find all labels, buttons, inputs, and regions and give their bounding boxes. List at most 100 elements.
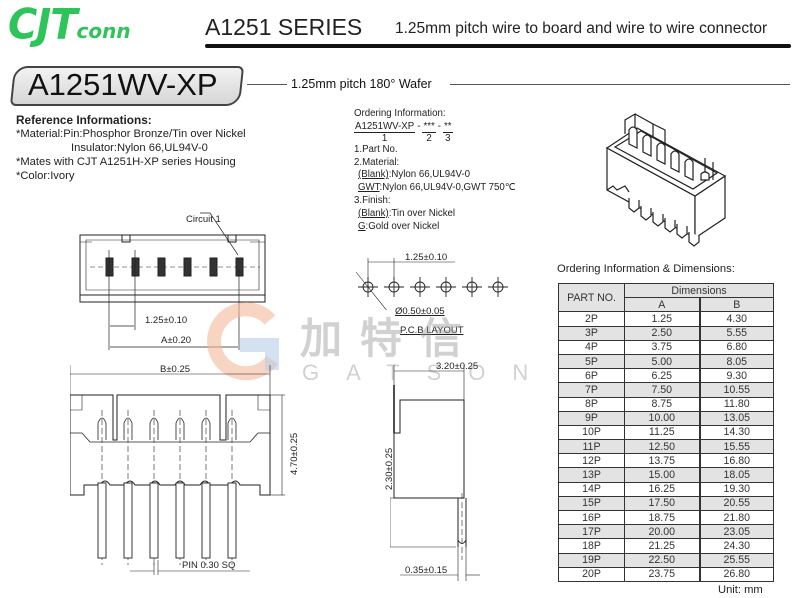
gatson-watermark-logo-icon (207, 302, 279, 381)
b-dimension: B±0.25 (160, 364, 191, 375)
cell-part-no: 20P (558, 566, 625, 582)
header-divider (205, 44, 791, 48)
a-dimension: A±0.20 (161, 335, 192, 346)
title-rule-right (450, 84, 790, 85)
hole-diameter-dimension: Ø0.50±0.05 (395, 306, 445, 317)
title-rule-left (247, 84, 287, 85)
cell-dim-a: 23.75 (624, 566, 701, 582)
cell-dim-a: 5.00 (624, 353, 701, 370)
option-value: :Nylon 66,UL94V-0,GWT 750℃ (379, 182, 516, 194)
side-view-drawing (390, 365, 480, 581)
cell-dim-b: 6.80 (699, 339, 774, 355)
ordering-item: 1.Part No. (354, 143, 398, 155)
cell-dim-b: 26.80 (699, 566, 774, 582)
option-key: (Blank) (358, 207, 389, 219)
top-view-drawing (79, 212, 266, 350)
option-key: GWT (358, 182, 380, 194)
cell-dim-a: 12.50 (624, 439, 701, 455)
reference-line: *Material:Pin:Phosphor Bronze/Tin over N… (16, 128, 246, 140)
cell-dim-b: 9.30 (699, 368, 774, 384)
cell-part-no: 7P (558, 382, 625, 398)
cell-dim-a: 8.75 (624, 396, 701, 412)
dimensions-table-title: Ordering Information & Dimensions: (557, 263, 735, 275)
connector-isometric-icon (605, 112, 727, 247)
cell-part-no: 5P (558, 353, 625, 370)
cell-dim-b: 16.80 (699, 453, 774, 469)
option-value: :Nylon 66,UL94V-0 (388, 169, 471, 181)
cell-dim-b: 4.30 (699, 311, 774, 327)
watermark-english: GATSON (302, 360, 556, 385)
cell-part-no: 11P (558, 439, 625, 455)
cell-dim-a: 2.50 (624, 325, 701, 341)
cell-dim-b: 11.80 (699, 396, 774, 412)
option-key: G (358, 220, 366, 232)
cell-dim-b: 8.05 (699, 353, 774, 370)
height-dimension: 4.70±0.25 (289, 432, 300, 475)
cell-dim-a: 1.25 (624, 311, 701, 327)
cell-dim-a: 7.50 (624, 382, 701, 398)
cell-dim-a: 11.25 (624, 424, 701, 441)
cell-part-no: 4P (558, 339, 625, 355)
cell-dim-b: 5.55 (699, 325, 774, 341)
code-index: 3 (445, 132, 451, 144)
code-index: 2 (426, 132, 432, 144)
reference-info: Reference Informations: *Material:Pin:Ph… (16, 113, 246, 183)
cell-dim-b: 13.05 (699, 410, 774, 426)
cell-dim-b: 20.55 (699, 495, 774, 512)
front-view-drawing (70, 365, 285, 575)
reference-line: *Color:Ivory (16, 170, 75, 182)
reference-line: *Mates with CJT A1251H-XP series Housing (16, 156, 236, 168)
cell-dim-a: 17.50 (624, 495, 701, 512)
cell-dim-a: 18.75 (624, 509, 701, 526)
cell-dim-a: 22.50 (624, 552, 701, 568)
cell-dim-a: 3.75 (624, 339, 701, 355)
finish-option: (Blank):Tin over Nickel (354, 208, 516, 221)
cell-part-no: 3P (558, 325, 625, 341)
material-option: GWT:Nylon 66,UL94V-0,GWT 750℃ (354, 182, 516, 195)
pin-thickness-dimension: 0.35±0.15 (405, 565, 448, 576)
cell-dim-b: 23.05 (699, 524, 774, 540)
code-separator: - (437, 120, 442, 132)
option-value: :Gold over Nickel (365, 220, 440, 232)
unit-label: Unit: mm (718, 584, 763, 596)
code-index: 1 (381, 132, 388, 144)
circuit-1-label: Circuit 1 (186, 214, 221, 225)
ordering-item: 2.Material: (354, 156, 400, 168)
cell-part-no: 9P (558, 410, 625, 426)
cell-dim-a: 10.00 (624, 410, 701, 426)
pin-size-dimension: PIN 0.30 SQ (182, 560, 236, 571)
cjtconn-logo: CJTconn (8, 0, 131, 50)
logo-sub-text: conn (76, 19, 131, 43)
part-number: A1251WV-XP (28, 67, 218, 102)
code-finish: ** (443, 120, 453, 133)
col-header-part-no: PART NO. (558, 282, 625, 313)
cell-dim-a: 21.25 (624, 538, 701, 554)
product-title: 1.25mm pitch 180° Wafer (291, 77, 432, 91)
logo-main-text: CJT (8, 0, 78, 50)
series-title: A1251 SERIES (205, 14, 363, 40)
cell-part-no: 10P (558, 424, 625, 441)
cell-part-no: 6P (558, 368, 625, 384)
option-value: :Tin over Nickel (388, 207, 456, 219)
cell-dim-b: 24.30 (699, 538, 774, 554)
ordering-title: Ordering Information: (354, 108, 446, 119)
cell-part-no: 14P (558, 481, 625, 497)
depth-dimension: 3.20±0.25 (436, 361, 479, 372)
cell-part-no: 12P (558, 453, 625, 469)
cell-part-no: 13P (558, 467, 625, 483)
